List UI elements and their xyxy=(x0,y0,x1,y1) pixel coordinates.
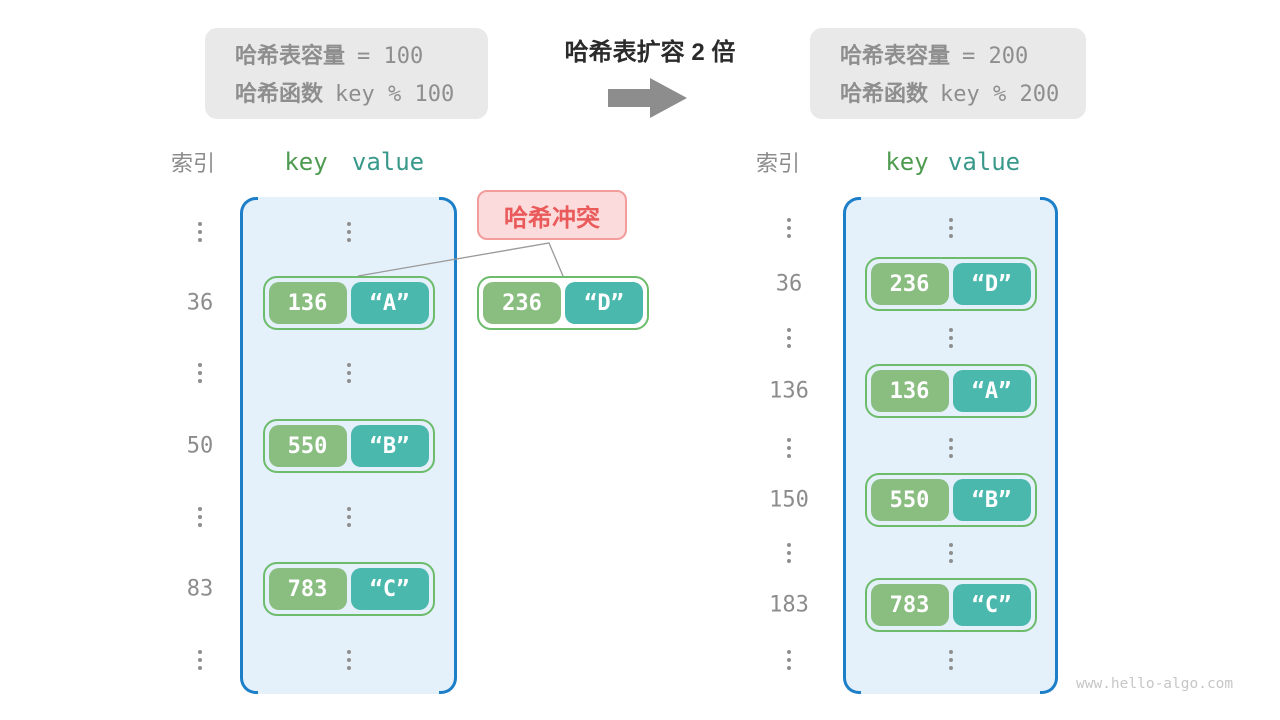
right-index-36: 36 xyxy=(775,271,803,297)
pair-value: “D” xyxy=(952,263,1031,305)
old-hash-table-container: 136 “A” 550 “B” 783 “C” xyxy=(240,197,457,694)
pair-value: “C” xyxy=(350,568,429,610)
bucket-ellipsis xyxy=(346,363,351,383)
left-index-83: 83 xyxy=(186,576,214,602)
container-right-border xyxy=(439,197,457,694)
old-table-info-box: 哈希表容量 = 100 哈希函数 key % 100 xyxy=(205,28,488,119)
transition-title: 哈希表扩容 2 倍 xyxy=(564,39,736,66)
new-table-info-box: 哈希表容量 = 200 哈希函数 key % 200 xyxy=(810,28,1086,119)
bucket-ellipsis xyxy=(948,438,953,458)
left-key-header: key xyxy=(284,148,328,176)
right-index-136: 136 xyxy=(769,378,809,404)
hash-collision-callout: 哈希冲突 xyxy=(477,190,627,240)
bucket-ellipsis xyxy=(346,650,351,670)
left-value-header: value xyxy=(351,148,425,176)
pair-136-A: 136 “A” xyxy=(864,364,1037,418)
left-index-ellipsis xyxy=(198,507,202,527)
pair-key: 136 xyxy=(870,370,949,412)
old-hash-func-label: 哈希函数 xyxy=(235,81,324,106)
new-hash-table-container: 236 “D” 136 “A” 550 “B” 783 “C” xyxy=(843,197,1058,694)
new-capacity-label: 哈希表容量 xyxy=(840,43,951,68)
new-hash-func-value: key % 200 xyxy=(940,82,1060,107)
old-hash-func-line: 哈希函数 key % 100 xyxy=(235,75,488,113)
container-left-border xyxy=(240,197,258,694)
left-index-ellipsis xyxy=(198,650,202,670)
left-index-36: 36 xyxy=(186,290,214,316)
bucket-ellipsis xyxy=(948,650,953,670)
pair-value: “A” xyxy=(952,370,1031,412)
pair-value: “D” xyxy=(565,282,643,324)
container-right-border xyxy=(1040,197,1058,694)
bucket-ellipsis xyxy=(346,507,351,527)
right-arrow-icon xyxy=(608,78,687,118)
pair-key: 783 xyxy=(268,568,347,610)
right-index-183: 183 xyxy=(769,592,809,618)
pair-236-D: 236 “D” xyxy=(864,257,1037,311)
right-index-ellipsis xyxy=(787,218,791,238)
pair-550-B: 550 “B” xyxy=(262,419,435,473)
left-index-ellipsis xyxy=(198,222,202,242)
pair-key: 550 xyxy=(870,479,949,521)
right-index-ellipsis xyxy=(787,438,791,458)
pair-550-B: 550 “B” xyxy=(864,473,1037,527)
right-value-header: value xyxy=(947,148,1021,176)
old-capacity-line: 哈希表容量 = 100 xyxy=(235,37,488,75)
pair-value: “A” xyxy=(350,282,429,324)
pair-key: 783 xyxy=(870,584,949,626)
bucket-ellipsis xyxy=(948,218,953,238)
old-capacity-label: 哈希表容量 xyxy=(235,43,346,68)
pair-key: 236 xyxy=(483,282,561,324)
pair-value: “B” xyxy=(952,479,1031,521)
right-key-header: key xyxy=(885,148,929,176)
old-capacity-value: = 100 xyxy=(357,44,424,69)
right-index-ellipsis xyxy=(787,650,791,670)
container-left-border xyxy=(843,197,861,694)
left-index-50: 50 xyxy=(186,433,214,459)
pair-236-D-colliding: 236 “D” xyxy=(477,276,649,330)
right-index-150: 150 xyxy=(769,487,809,513)
right-index-header: 索引 xyxy=(755,151,801,176)
right-index-ellipsis xyxy=(787,543,791,563)
watermark: www.hello-algo.com xyxy=(1076,676,1234,692)
old-hash-func-value: key % 100 xyxy=(335,82,455,107)
right-index-ellipsis xyxy=(787,328,791,348)
bucket-ellipsis xyxy=(346,222,351,242)
left-index-header: 索引 xyxy=(170,151,216,176)
new-capacity-line: 哈希表容量 = 200 xyxy=(840,37,1086,75)
pair-783-C: 783 “C” xyxy=(864,578,1037,632)
pair-783-C: 783 “C” xyxy=(262,562,435,616)
pair-136-A: 136 “A” xyxy=(262,276,435,330)
pair-key: 550 xyxy=(268,425,347,467)
pair-key: 236 xyxy=(870,263,949,305)
left-index-ellipsis xyxy=(198,363,202,383)
pair-key: 136 xyxy=(268,282,347,324)
bucket-ellipsis xyxy=(948,543,953,563)
pair-value: “B” xyxy=(350,425,429,467)
new-capacity-value: = 200 xyxy=(962,44,1029,69)
bucket-ellipsis xyxy=(948,328,953,348)
new-hash-func-line: 哈希函数 key % 200 xyxy=(840,75,1086,113)
new-hash-func-label: 哈希函数 xyxy=(840,81,929,106)
pair-value: “C” xyxy=(952,584,1031,626)
